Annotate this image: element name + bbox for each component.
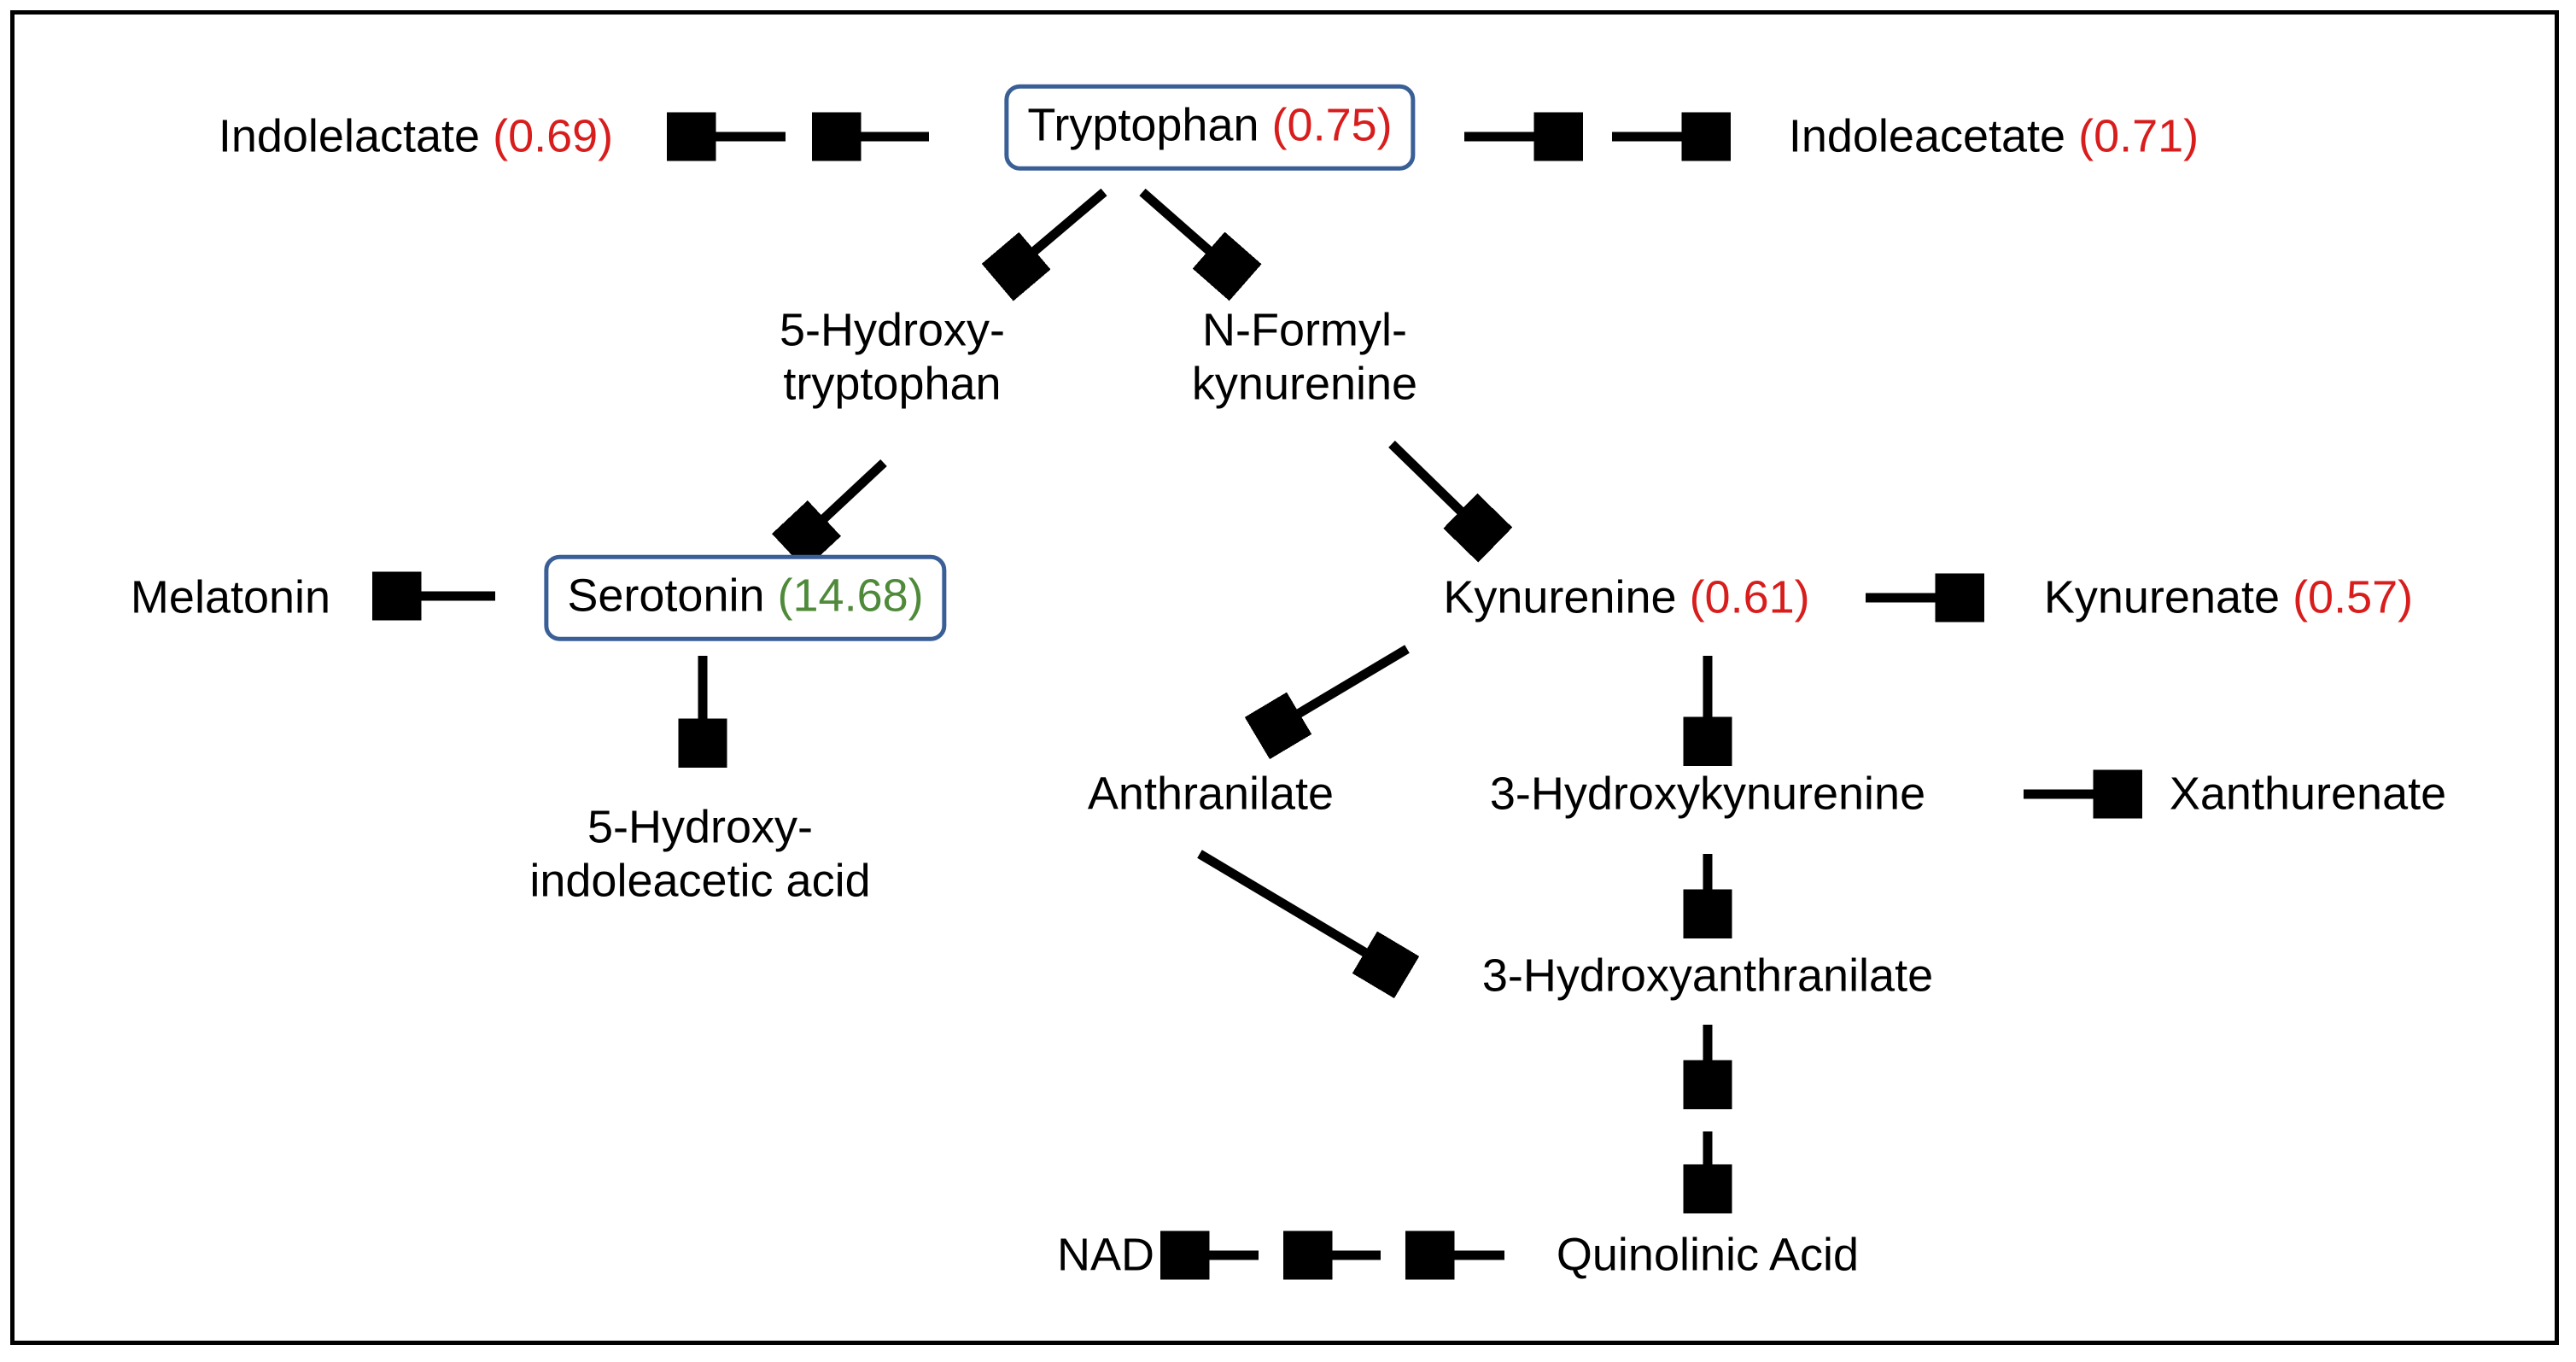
node-indolelactate[interactable]: Indolelactate (0.69) (219, 110, 613, 164)
node-xanthurenate[interactable]: Xanthurenate (2170, 768, 2446, 821)
node-formylkynurenine-label-line2: kynurenine (1191, 358, 1418, 409)
node-anthranilate[interactable]: Anthranilate (1088, 768, 1334, 821)
node-kynurenine-label: Kynurenine (1443, 571, 1677, 623)
node-kynurenate[interactable]: Kynurenate (0.57) (2044, 571, 2413, 625)
node-melatonin-label: Melatonin (130, 571, 331, 623)
node-kynurenate-value: (0.57) (2293, 571, 2414, 623)
node-melatonin[interactable]: Melatonin (131, 571, 330, 625)
node-formylkynurenine-label-line1: N-Formyl- (1202, 304, 1407, 356)
node-indolelactate-value: (0.69) (493, 110, 614, 162)
node-kynurenine-value: (0.61) (1689, 571, 1810, 623)
node-serotonin-label: Serotonin (567, 570, 765, 622)
node-nad-label: NAD (1056, 1229, 1155, 1281)
node-kynurenine[interactable]: Kynurenine (0.61) (1443, 571, 1809, 625)
node-serotonin-value: (14.68) (777, 570, 924, 622)
node-hydroxytryptophan[interactable]: 5-Hydroxy- tryptophan (780, 303, 1005, 410)
node-hydroxyindoleacetic-label-line1: 5-Hydroxy- (587, 801, 814, 853)
node-quinolinic[interactable]: Quinolinic Acid (1557, 1229, 1859, 1283)
node-hydroxyanthranilate-label: 3-Hydroxyanthranilate (1481, 950, 1934, 1002)
node-serotonin[interactable]: Serotonin (14.68) (544, 554, 947, 641)
node-nad[interactable]: NAD (1057, 1229, 1154, 1283)
node-hydroxytryptophan-label-line2: tryptophan (783, 358, 1002, 409)
node-hydroxyindoleacetic[interactable]: 5-Hydroxy- indoleacetic acid (529, 800, 870, 907)
node-hydroxykynurenine[interactable]: 3-Hydroxykynurenine (1490, 768, 1925, 821)
node-hydroxyindoleacetic-label-line2: indoleacetic acid (529, 855, 871, 906)
node-hydroxytryptophan-label-line1: 5-Hydroxy- (779, 304, 1006, 356)
node-indoleacetate-value: (0.71) (2078, 110, 2199, 162)
node-xanthurenate-label: Xanthurenate (2169, 768, 2447, 820)
node-hydroxykynurenine-label: 3-Hydroxykynurenine (1489, 768, 1926, 820)
node-tryptophan[interactable]: Tryptophan (0.75) (1004, 84, 1416, 171)
node-indolelactate-label: Indolelactate (218, 110, 481, 162)
node-indoleacetate-label: Indoleacetate (1788, 110, 2066, 162)
node-indoleacetate[interactable]: Indoleacetate (0.71) (1789, 110, 2199, 164)
node-quinolinic-label: Quinolinic Acid (1556, 1229, 1860, 1281)
node-kynurenate-label: Kynurenate (2043, 571, 2281, 623)
node-tryptophan-value: (0.75) (1271, 99, 1393, 151)
node-formylkynurenine[interactable]: N-Formyl- kynurenine (1192, 303, 1417, 410)
node-hydroxyanthranilate[interactable]: 3-Hydroxyanthranilate (1482, 950, 1933, 1003)
node-anthranilate-label: Anthranilate (1087, 768, 1335, 820)
diagram-frame (10, 10, 2559, 1345)
node-tryptophan-label: Tryptophan (1027, 99, 1259, 151)
